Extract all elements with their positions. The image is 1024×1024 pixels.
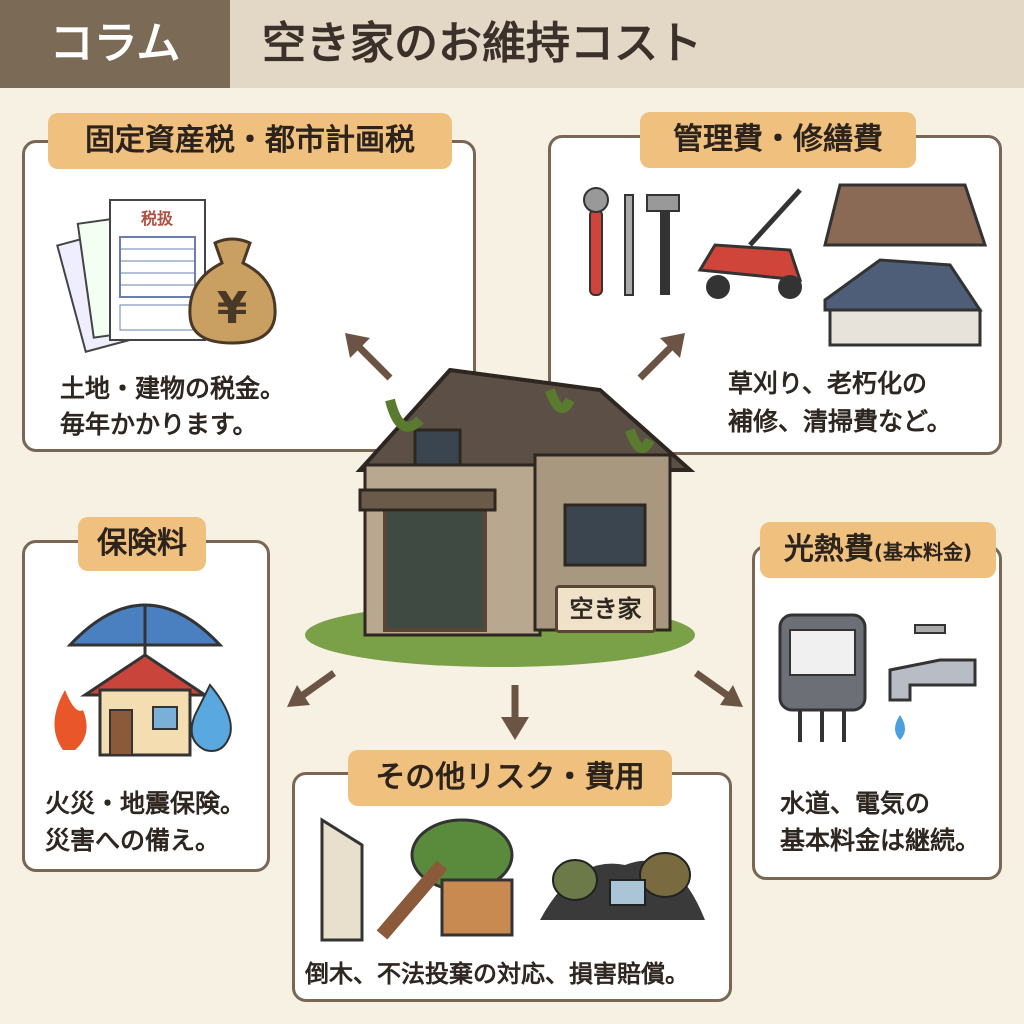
tax-document-icon: 税扱	[56, 199, 206, 353]
lawn-mower-icon	[697, 188, 803, 299]
header-bar: コラム 空き家のお維持コスト	[0, 0, 1024, 88]
fallen-tree-icon	[320, 817, 514, 942]
damaged-roof-icon	[823, 183, 988, 347]
abandoned-house-illustration	[305, 367, 696, 667]
money-bag-icon: ¥	[188, 237, 277, 345]
panel-maintenance-line2: 補修、清掃費など。	[728, 407, 952, 436]
panel-insurance-line2: 災害への備え。	[45, 826, 221, 855]
arrow-to-utilities	[693, 670, 743, 707]
illegal-dumping-icon	[540, 852, 705, 920]
utilities-title-main: 光熱費	[783, 532, 874, 567]
panel-tax-title: 固定資産税・都市計画税	[48, 113, 452, 169]
tools-icon	[583, 187, 680, 296]
insurance-umbrella-house-icon	[54, 603, 232, 757]
tax-doc-label: 税扱	[141, 209, 174, 228]
panel-insurance-title: 保険料	[78, 517, 206, 571]
panel-tax-line1: 土地・建物の税金。	[60, 374, 286, 403]
utilities-title-note: (基本料金)	[873, 540, 973, 564]
panel-tax-line2: 毎年かかります。	[60, 410, 258, 439]
panel-maintenance-line1: 草刈り、老朽化の	[728, 369, 928, 398]
panel-utilities-title: 光熱費(基本料金)	[760, 522, 996, 578]
arrow-to-other	[501, 685, 529, 740]
electric-meter-icon	[778, 613, 867, 742]
arrow-to-tax	[345, 333, 393, 381]
panel-utilities	[752, 545, 1002, 880]
panel-insurance-line1: 火災・地震保険。	[45, 789, 246, 818]
svg-text:¥: ¥	[217, 283, 248, 334]
panel-other-line1: 倒木、不法投棄の対応、損害賠償。	[305, 960, 689, 988]
panel-maintenance-title: 管理費・修繕費	[640, 112, 916, 168]
panel-other-title: その他リスク・費用	[348, 750, 672, 806]
column-tag: コラム	[0, 0, 230, 88]
arrow-to-insurance	[287, 670, 337, 707]
vacant-house-sign: 空き家	[555, 585, 656, 633]
page-title: 空き家のお維持コスト	[262, 18, 702, 69]
panel-utilities-line1: 水道、電気の	[780, 789, 931, 818]
water-faucet-icon	[888, 624, 977, 740]
arrow-to-maintenance	[637, 333, 685, 381]
panel-utilities-line2: 基本料金は継続。	[780, 826, 981, 855]
